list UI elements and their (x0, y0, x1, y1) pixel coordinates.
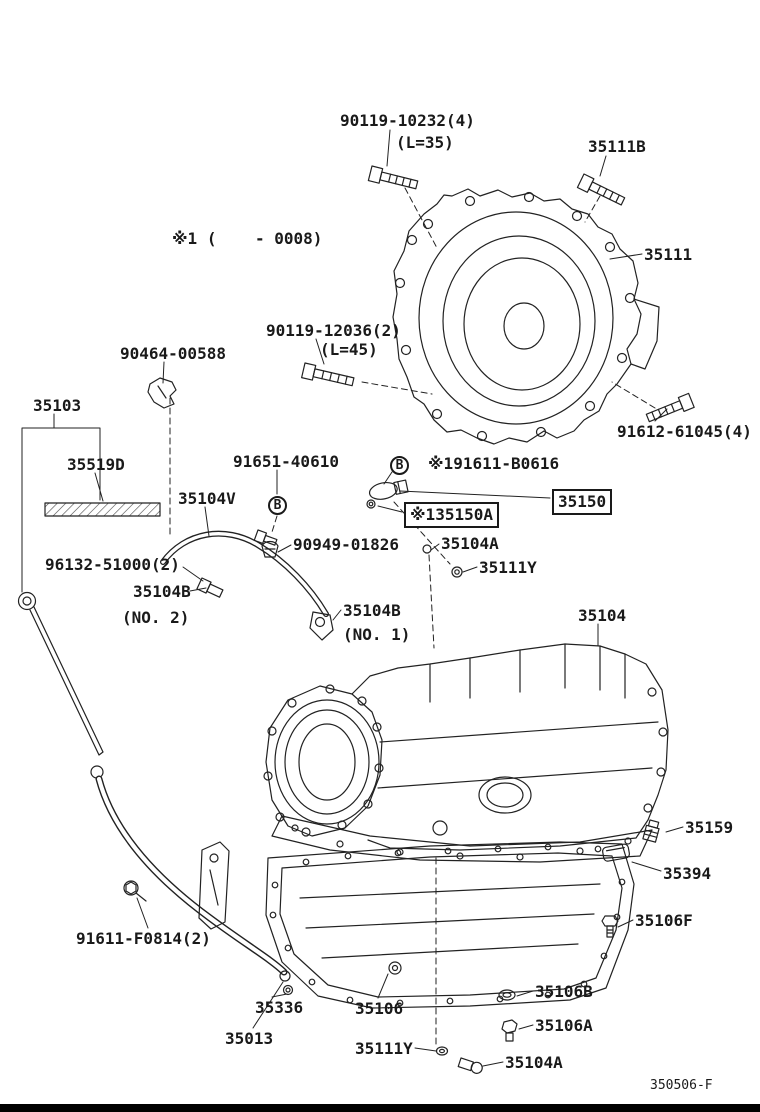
part-label-91651-40610[interactable]: 91651-40610 (233, 452, 339, 471)
part-label-35103[interactable]: 35103 (33, 396, 82, 415)
part-label-35111B[interactable]: 35111B (588, 137, 646, 156)
part-label-35104B-no2-note: (NO. 2) (122, 608, 190, 627)
part-label-35104B-no1[interactable]: 35104B (343, 601, 401, 620)
part-label-length-35: (L=35) (396, 133, 454, 152)
part-label-96132-51000[interactable]: 96132-51000(2) (45, 555, 180, 574)
part-label-35111Y-lower[interactable]: 35111Y (355, 1039, 413, 1058)
part-label-35013[interactable]: 35013 (225, 1029, 274, 1048)
part-label-35106A[interactable]: 35106A (535, 1016, 593, 1035)
footer-bar (0, 1104, 760, 1112)
part-label-note-1: ※1 ( - 0008) (172, 229, 323, 248)
part-label-91611-B0616[interactable]: ※191611-B0616 (428, 454, 560, 473)
part-label-35106F[interactable]: 35106F (635, 911, 693, 930)
small-rings-art (422, 544, 463, 578)
part-label-35104A-lower[interactable]: 35104A (505, 1053, 563, 1072)
sensor-art (366, 479, 409, 509)
clamp-art (147, 377, 177, 409)
part-label-35104[interactable]: 35104 (578, 606, 627, 625)
dipstick-art (17, 591, 104, 756)
part-label-90119-10232[interactable]: 90119-10232(4) (340, 111, 475, 130)
bolt-90119-10232-art (367, 165, 419, 190)
part-label-35394[interactable]: 35394 (663, 864, 712, 883)
oil-pipe-art (160, 529, 334, 641)
part-label-91612-61045[interactable]: 91612-61045(4) (617, 422, 752, 441)
part-label-length-45: (L=45) (320, 340, 378, 359)
part-label-35111[interactable]: 35111 (644, 245, 693, 264)
part-label-35104B-no2[interactable]: 35104B (133, 582, 191, 601)
part-label-35150A[interactable]: ※135150A (404, 502, 499, 528)
part-label-drawing-number: 350506-F (650, 1078, 713, 1093)
filler-tube-art (90, 765, 294, 996)
oil-pan-art (265, 841, 635, 1009)
transmission-case-art (263, 643, 669, 863)
part-label-35106[interactable]: 35106 (355, 999, 404, 1018)
bolt-90119-12036-art (301, 362, 355, 387)
part-label-35104B-no1-note: (NO. 1) (343, 625, 411, 644)
bolt-35111B-art (576, 173, 626, 206)
part-label-35150[interactable]: 35150 (552, 489, 613, 515)
part-label-ref-b-1: B (268, 496, 287, 515)
part-label-35159[interactable]: 35159 (685, 818, 734, 837)
part-label-90464-00588[interactable]: 90464-00588 (120, 344, 226, 363)
bell-housing-art (392, 188, 660, 445)
part-label-ref-b-2: B (390, 456, 409, 475)
part-label-35104A-upper[interactable]: 35104A (441, 534, 499, 553)
part-label-91611-F0814[interactable]: 91611-F0814(2) (76, 929, 211, 948)
part-label-90119-12036[interactable]: 90119-12036(2) (266, 321, 401, 340)
part-label-35519D[interactable]: 35519D (67, 455, 125, 474)
leader-lines (21, 129, 684, 1067)
part-label-35336[interactable]: 35336 (255, 998, 304, 1017)
construction-lines (169, 187, 656, 1045)
part-label-35111Y-upper[interactable]: 35111Y (479, 558, 537, 577)
gasket-art (44, 502, 161, 517)
part-label-35106B[interactable]: 35106B (535, 982, 593, 1001)
small-parts-art (435, 819, 660, 1074)
part-label-35104V[interactable]: 35104V (178, 489, 236, 508)
part-label-90949-01826[interactable]: 90949-01826 (293, 535, 399, 554)
